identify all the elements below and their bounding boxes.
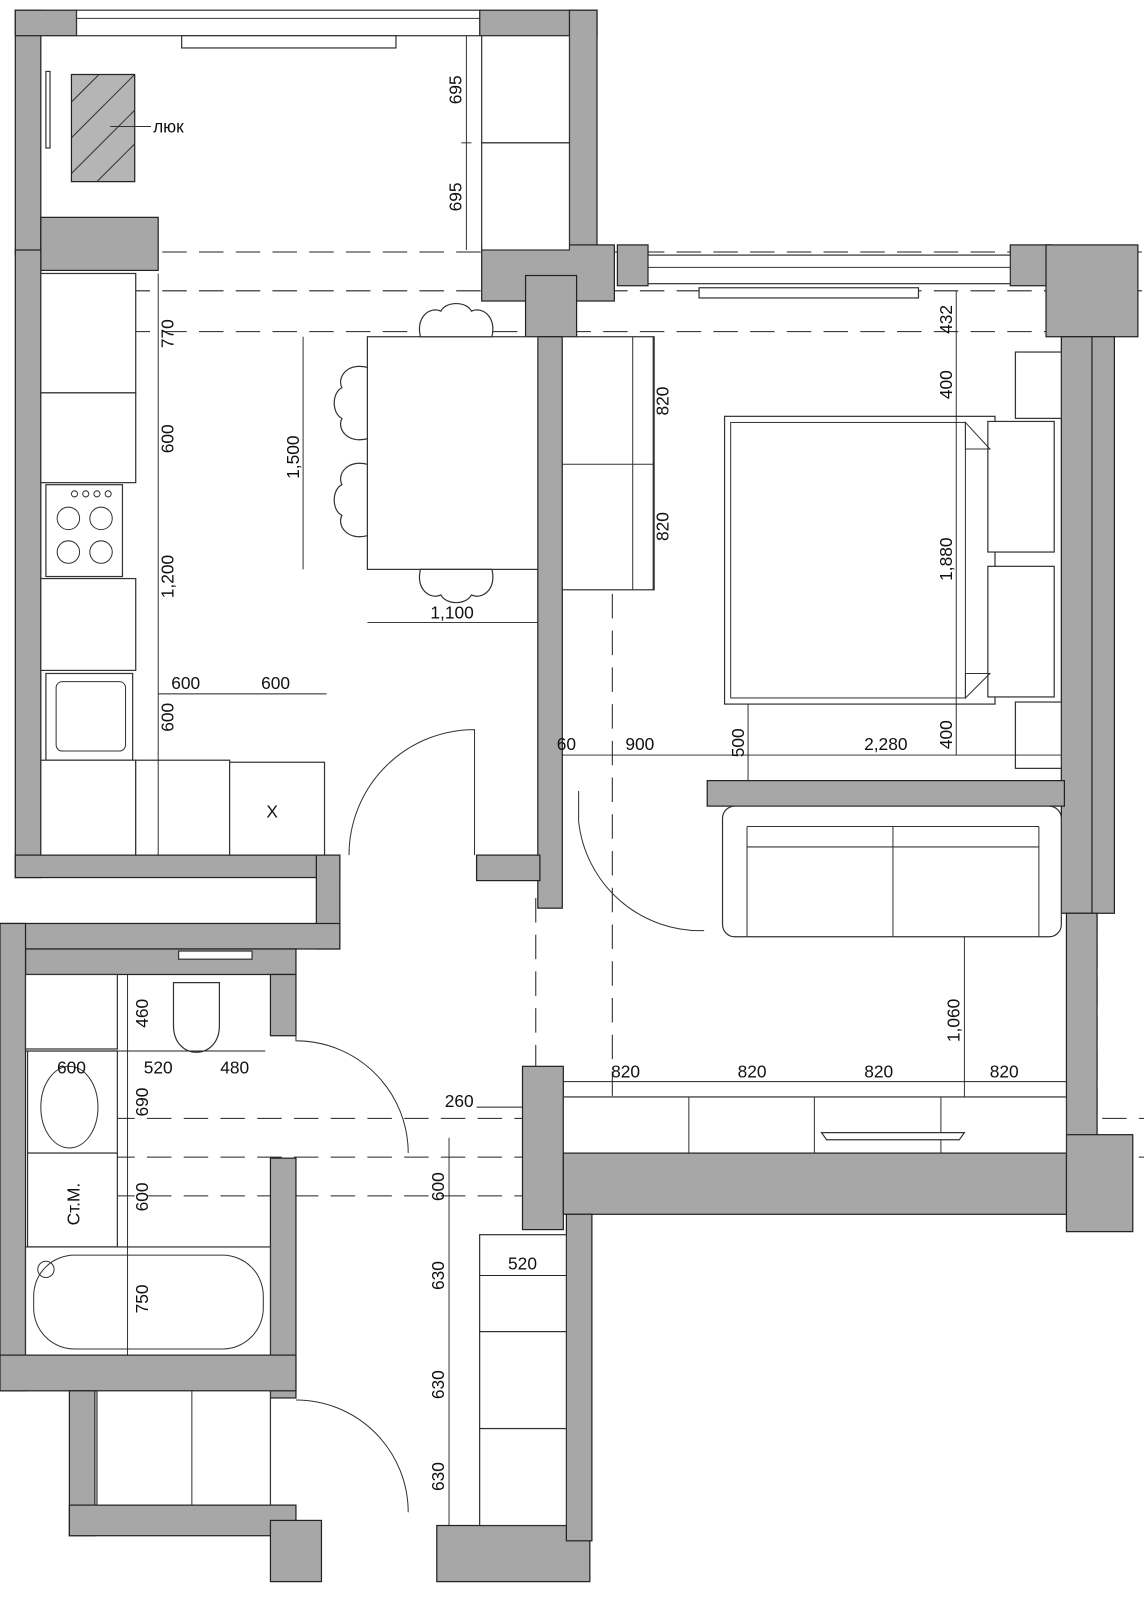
dimension-label: 600 bbox=[157, 703, 177, 732]
dimension-label: 820 bbox=[652, 387, 672, 416]
washbasin-icon bbox=[40, 1065, 99, 1149]
dimension-label: 600 bbox=[261, 673, 290, 693]
dimension-label: 400 bbox=[936, 720, 956, 749]
washing-machine bbox=[26, 1152, 118, 1248]
wardrobe bbox=[561, 336, 655, 591]
dimension-label: 480 bbox=[220, 1057, 249, 1077]
dimension-label: 820 bbox=[652, 512, 672, 541]
kitchen: X bbox=[40, 272, 539, 856]
pillow bbox=[987, 420, 1055, 553]
walls bbox=[0, 9, 1139, 1583]
dimension-label: 600 bbox=[57, 1057, 86, 1077]
dimension-label: 520 bbox=[144, 1057, 173, 1077]
dimension-label: 60 bbox=[557, 734, 576, 754]
balcony: люк bbox=[70, 35, 571, 251]
dimension-label: 630 bbox=[428, 1370, 448, 1399]
door-swing bbox=[348, 729, 476, 856]
hatch-label: люк bbox=[153, 117, 184, 137]
dimension-label: 900 bbox=[625, 734, 654, 754]
stove-icon bbox=[45, 484, 124, 578]
dimension-label: 600 bbox=[157, 424, 177, 453]
door-swing bbox=[295, 1035, 409, 1154]
windows bbox=[45, 9, 1011, 960]
dimension-label: 1,100 bbox=[430, 602, 473, 622]
pillow bbox=[987, 565, 1055, 698]
dimension-label: 1,200 bbox=[157, 555, 177, 598]
bathtub-icon bbox=[33, 1254, 264, 1350]
dimension-label: 820 bbox=[738, 1062, 767, 1082]
bathroom: Ст.М. bbox=[24, 973, 409, 1513]
dimension-label: 600 bbox=[132, 1182, 152, 1211]
dimension-label: 630 bbox=[428, 1261, 448, 1290]
toilet-icon bbox=[172, 982, 221, 1053]
dimension-label: 695 bbox=[445, 75, 465, 104]
dining-table bbox=[366, 336, 539, 570]
dimension-label: 695 bbox=[445, 182, 465, 211]
nightstand bbox=[1014, 701, 1062, 769]
chair bbox=[333, 462, 368, 538]
chair bbox=[418, 568, 494, 604]
sink-icon bbox=[45, 672, 134, 761]
dimension-label: 750 bbox=[132, 1285, 152, 1314]
dimension-labels: 695 695 770 600 1,200 600 600 600 1,500 … bbox=[57, 75, 1019, 1491]
dimension-label: 2,280 bbox=[864, 734, 907, 754]
dimension-label: 500 bbox=[728, 728, 748, 757]
dimension-label: 820 bbox=[864, 1062, 893, 1082]
dimension-label: 630 bbox=[428, 1462, 448, 1491]
hallway-wardrobe bbox=[479, 1234, 567, 1527]
dimension-label: 820 bbox=[611, 1062, 640, 1082]
dimension-label: 520 bbox=[508, 1253, 537, 1273]
bed bbox=[723, 415, 996, 705]
dimension-label: 770 bbox=[157, 319, 177, 348]
chair bbox=[418, 302, 494, 338]
nightstand bbox=[1014, 351, 1062, 419]
dimension-label: 690 bbox=[132, 1088, 152, 1117]
chair bbox=[333, 365, 368, 441]
tv-icon bbox=[820, 1132, 966, 1141]
dimension-label: 432 bbox=[936, 305, 956, 334]
dimension-label: 460 bbox=[132, 999, 152, 1028]
dimension-label: 1,060 bbox=[943, 999, 963, 1042]
dimension-label: 260 bbox=[445, 1091, 474, 1111]
dimension-lines bbox=[25, 35, 1067, 1526]
dimension-label: 1,500 bbox=[283, 435, 303, 478]
bedroom bbox=[561, 336, 1068, 1154]
dimension-label: 1,880 bbox=[936, 537, 956, 580]
dimension-label: 400 bbox=[936, 370, 956, 399]
hatch-icon bbox=[70, 73, 136, 183]
dimension-label: 600 bbox=[171, 673, 200, 693]
door-swing bbox=[578, 790, 705, 932]
washing-machine-label: Ст.М. bbox=[64, 1183, 84, 1226]
door-swing bbox=[295, 1399, 409, 1513]
dimension-label: 600 bbox=[428, 1172, 448, 1201]
tv-stand bbox=[562, 1096, 1068, 1154]
appliance-x-label: X bbox=[266, 801, 278, 821]
dimension-label: 820 bbox=[990, 1062, 1019, 1082]
sofa bbox=[721, 805, 1062, 938]
